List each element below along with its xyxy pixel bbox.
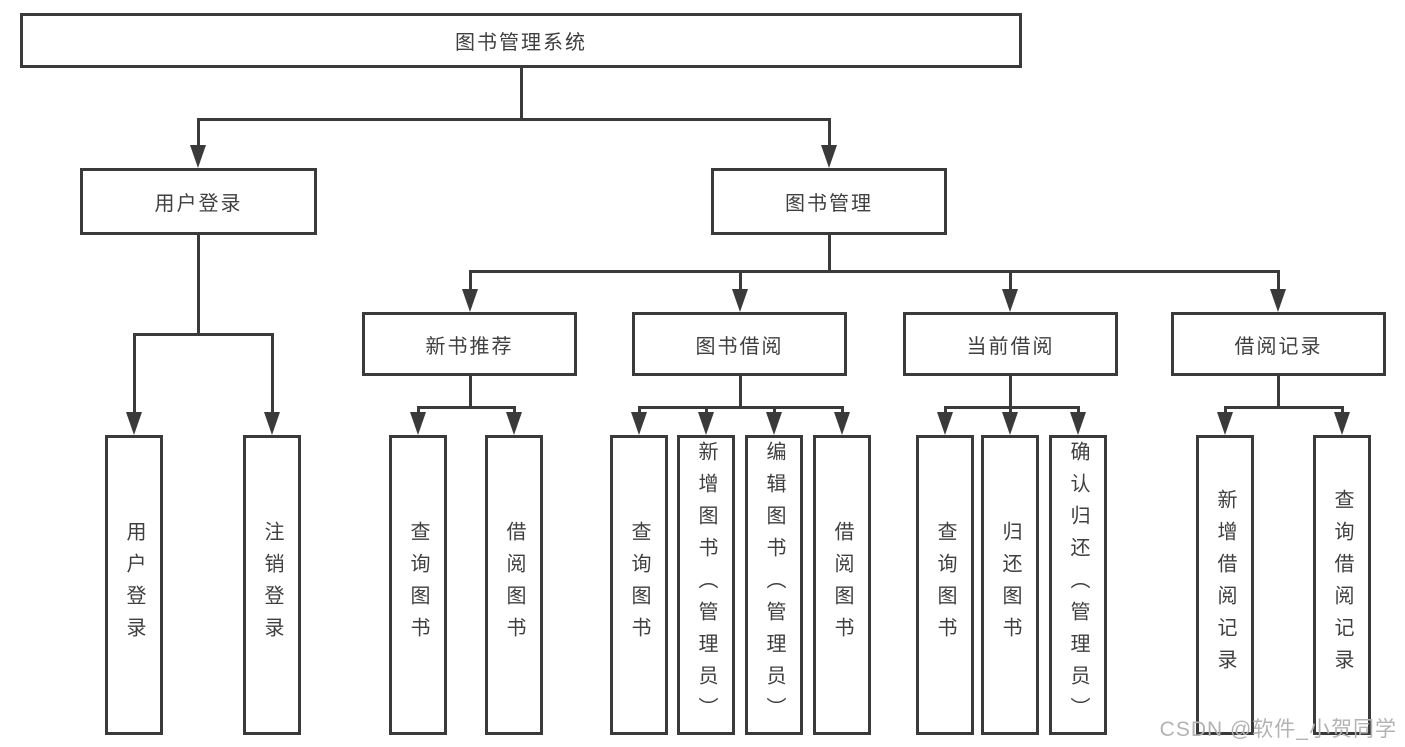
connector-line — [739, 270, 742, 292]
connector-line — [1224, 406, 1227, 416]
connector-line — [271, 333, 274, 413]
leaf-borrow-books-label: 借阅图书 — [503, 521, 525, 649]
leaf-add-borrow-record-label: 新增借阅记录 — [1214, 489, 1236, 681]
arrow-down-icon — [410, 412, 426, 435]
node-user-login-label: 用户登录 — [154, 193, 243, 215]
connector-line — [1277, 376, 1280, 409]
leaf-user-login: 用户登录 — [105, 435, 163, 735]
arrow-down-icon — [1070, 412, 1086, 435]
connector-line — [1277, 270, 1280, 292]
connector-line — [773, 406, 776, 416]
node-library-management-system: 图书管理系统 — [20, 13, 1022, 68]
leaf-add-books-admin: 新增图书（管理员） — [677, 435, 735, 735]
arrow-down-icon — [766, 412, 782, 435]
connector-line — [133, 333, 274, 336]
arrow-down-icon — [732, 289, 748, 312]
arrow-down-icon — [1217, 412, 1233, 435]
leaf-borrow-books: 借阅图书 — [813, 435, 871, 735]
leaf-add-borrow-record: 新增借阅记录 — [1196, 435, 1254, 735]
leaf-confirm-return-admin-label: 确认归还（管理员） — [1067, 441, 1089, 729]
connector-line — [469, 376, 472, 409]
connector-line — [1009, 270, 1012, 292]
leaf-query-books: 查询图书 — [389, 435, 447, 735]
connector-line — [1009, 376, 1012, 409]
connector-line — [944, 406, 947, 416]
node-book-management: 图书管理 — [711, 168, 947, 235]
node-current-borrowing: 当前借阅 — [903, 312, 1118, 376]
arrow-down-icon — [1270, 289, 1286, 312]
arrow-down-icon — [126, 412, 142, 435]
connector-line — [513, 406, 516, 416]
connector-line — [739, 376, 742, 409]
arrow-down-icon — [190, 145, 206, 168]
leaf-user-login-label: 用户登录 — [123, 521, 145, 649]
connector-line — [828, 118, 831, 148]
connector-line — [1341, 406, 1344, 416]
arrow-down-icon — [698, 412, 714, 435]
connector-line — [469, 270, 1280, 273]
connector-line — [1077, 406, 1080, 416]
watermark: CSDN @软件_小贺同学 — [1159, 718, 1397, 741]
connector-line — [469, 270, 472, 292]
leaf-confirm-return-admin: 确认归还（管理员） — [1049, 435, 1107, 735]
leaf-query-books-label: 查询图书 — [407, 521, 429, 649]
leaf-query-books-label: 查询图书 — [934, 521, 956, 649]
connector-line — [133, 333, 136, 413]
arrow-down-icon — [1002, 412, 1018, 435]
connector-line — [705, 406, 708, 416]
leaf-borrow-books-label: 借阅图书 — [831, 521, 853, 649]
leaf-edit-books-admin: 编辑图书（管理员） — [745, 435, 803, 735]
node-user-login: 用户登录 — [80, 168, 317, 235]
connector-line — [197, 118, 831, 121]
arrow-down-icon — [1334, 412, 1350, 435]
node-library-management-system-label: 图书管理系统 — [455, 32, 587, 54]
connector-line — [1224, 406, 1344, 409]
arrow-down-icon — [1002, 289, 1018, 312]
node-current-borrowing-label: 当前借阅 — [966, 335, 1055, 358]
connector-line — [841, 406, 844, 416]
node-borrowing-records: 借阅记录 — [1171, 312, 1386, 376]
arrow-down-icon — [462, 289, 478, 312]
connector-line — [417, 406, 420, 416]
leaf-query-books: 查询图书 — [916, 435, 974, 735]
leaf-query-books-label: 查询图书 — [628, 521, 650, 649]
node-new-book-recommendation-label: 新书推荐 — [425, 335, 514, 358]
connector-line — [1009, 406, 1012, 416]
connector-line — [638, 406, 641, 416]
leaf-edit-books-admin-label: 编辑图书（管理员） — [763, 441, 785, 729]
arrow-down-icon — [937, 412, 953, 435]
arrow-down-icon — [631, 412, 647, 435]
connector-line — [197, 235, 200, 335]
arrow-down-icon — [834, 412, 850, 435]
arrow-down-icon — [506, 412, 522, 435]
leaf-add-books-admin-label: 新增图书（管理员） — [695, 441, 717, 729]
node-new-book-recommendation: 新书推荐 — [362, 312, 577, 376]
leaf-return-books: 归还图书 — [981, 435, 1039, 735]
connector-line — [828, 235, 831, 273]
leaf-query-borrow-record-label: 查询借阅记录 — [1331, 489, 1353, 681]
arrow-down-icon — [264, 412, 280, 435]
node-book-borrowing: 图书借阅 — [632, 312, 847, 376]
connector-line — [638, 406, 844, 409]
connector-line — [520, 68, 523, 120]
leaf-query-borrow-record: 查询借阅记录 — [1313, 435, 1371, 735]
connector-line — [417, 406, 516, 409]
connector-line — [197, 118, 200, 148]
leaf-return-books-label: 归还图书 — [999, 521, 1021, 649]
leaf-borrow-books: 借阅图书 — [485, 435, 543, 735]
leaf-logout: 注销登录 — [243, 435, 301, 735]
node-book-borrowing-label: 图书借阅 — [695, 335, 784, 358]
node-borrowing-records-label: 借阅记录 — [1234, 335, 1323, 358]
arrow-down-icon — [821, 145, 837, 168]
node-book-management-label: 图书管理 — [785, 193, 873, 215]
connector-line — [944, 406, 1080, 409]
leaf-query-books: 查询图书 — [610, 435, 668, 735]
leaf-logout-label: 注销登录 — [261, 521, 283, 649]
